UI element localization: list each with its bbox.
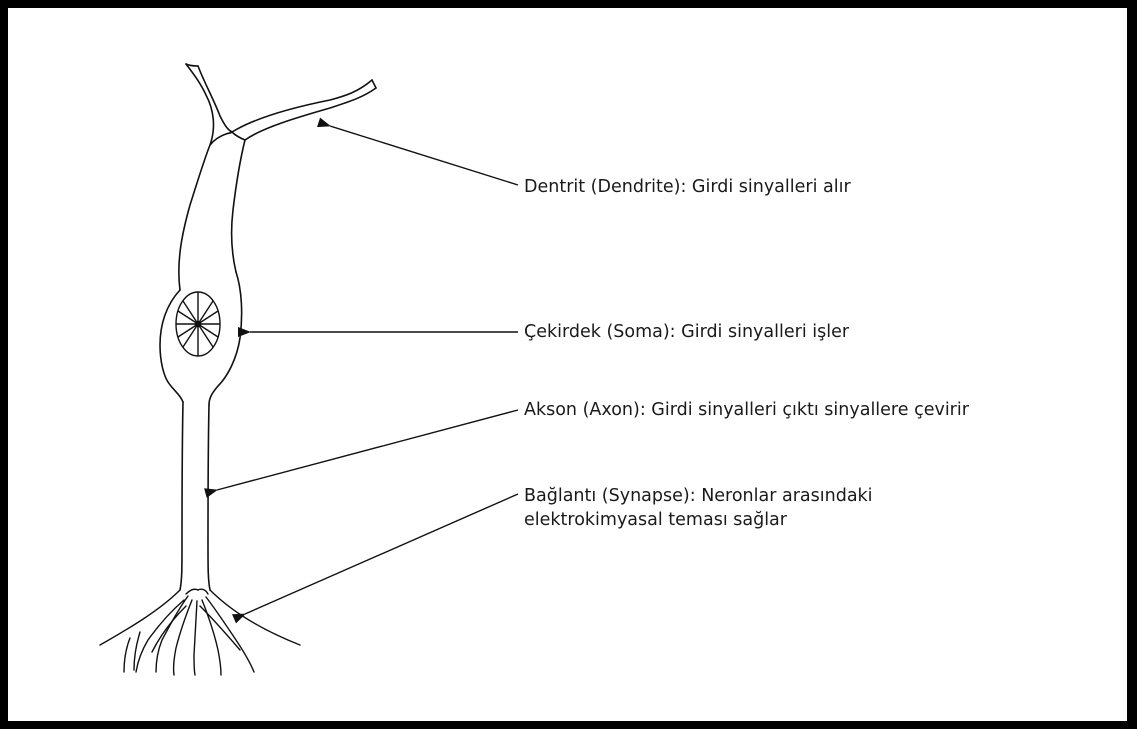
pointer-arrows xyxy=(217,126,518,614)
synapse-arrow xyxy=(245,494,518,614)
dendrite-arrow xyxy=(330,126,518,185)
dendrite-drawing xyxy=(179,64,376,290)
synapse-label: Bağlantı (Synapse): Neronlar arasındaki … xyxy=(524,484,873,532)
synapse-drawing xyxy=(100,589,300,675)
axon-drawing xyxy=(180,402,210,590)
synapse-label-line2: elektrokimyasal teması sağlar xyxy=(524,508,873,532)
soma-label: Çekirdek (Soma): Girdi sinyalleri işler xyxy=(524,320,849,344)
axon-arrow xyxy=(217,410,518,490)
axon-label: Akson (Axon): Girdi sinyalleri çıktı sin… xyxy=(524,398,969,422)
nucleus-drawing xyxy=(176,292,220,356)
synapse-label-line1: Bağlantı (Synapse): Neronlar arasındaki xyxy=(524,484,873,508)
dendrite-label: Dentrit (Dendrite): Girdi sinyalleri alı… xyxy=(524,175,851,199)
